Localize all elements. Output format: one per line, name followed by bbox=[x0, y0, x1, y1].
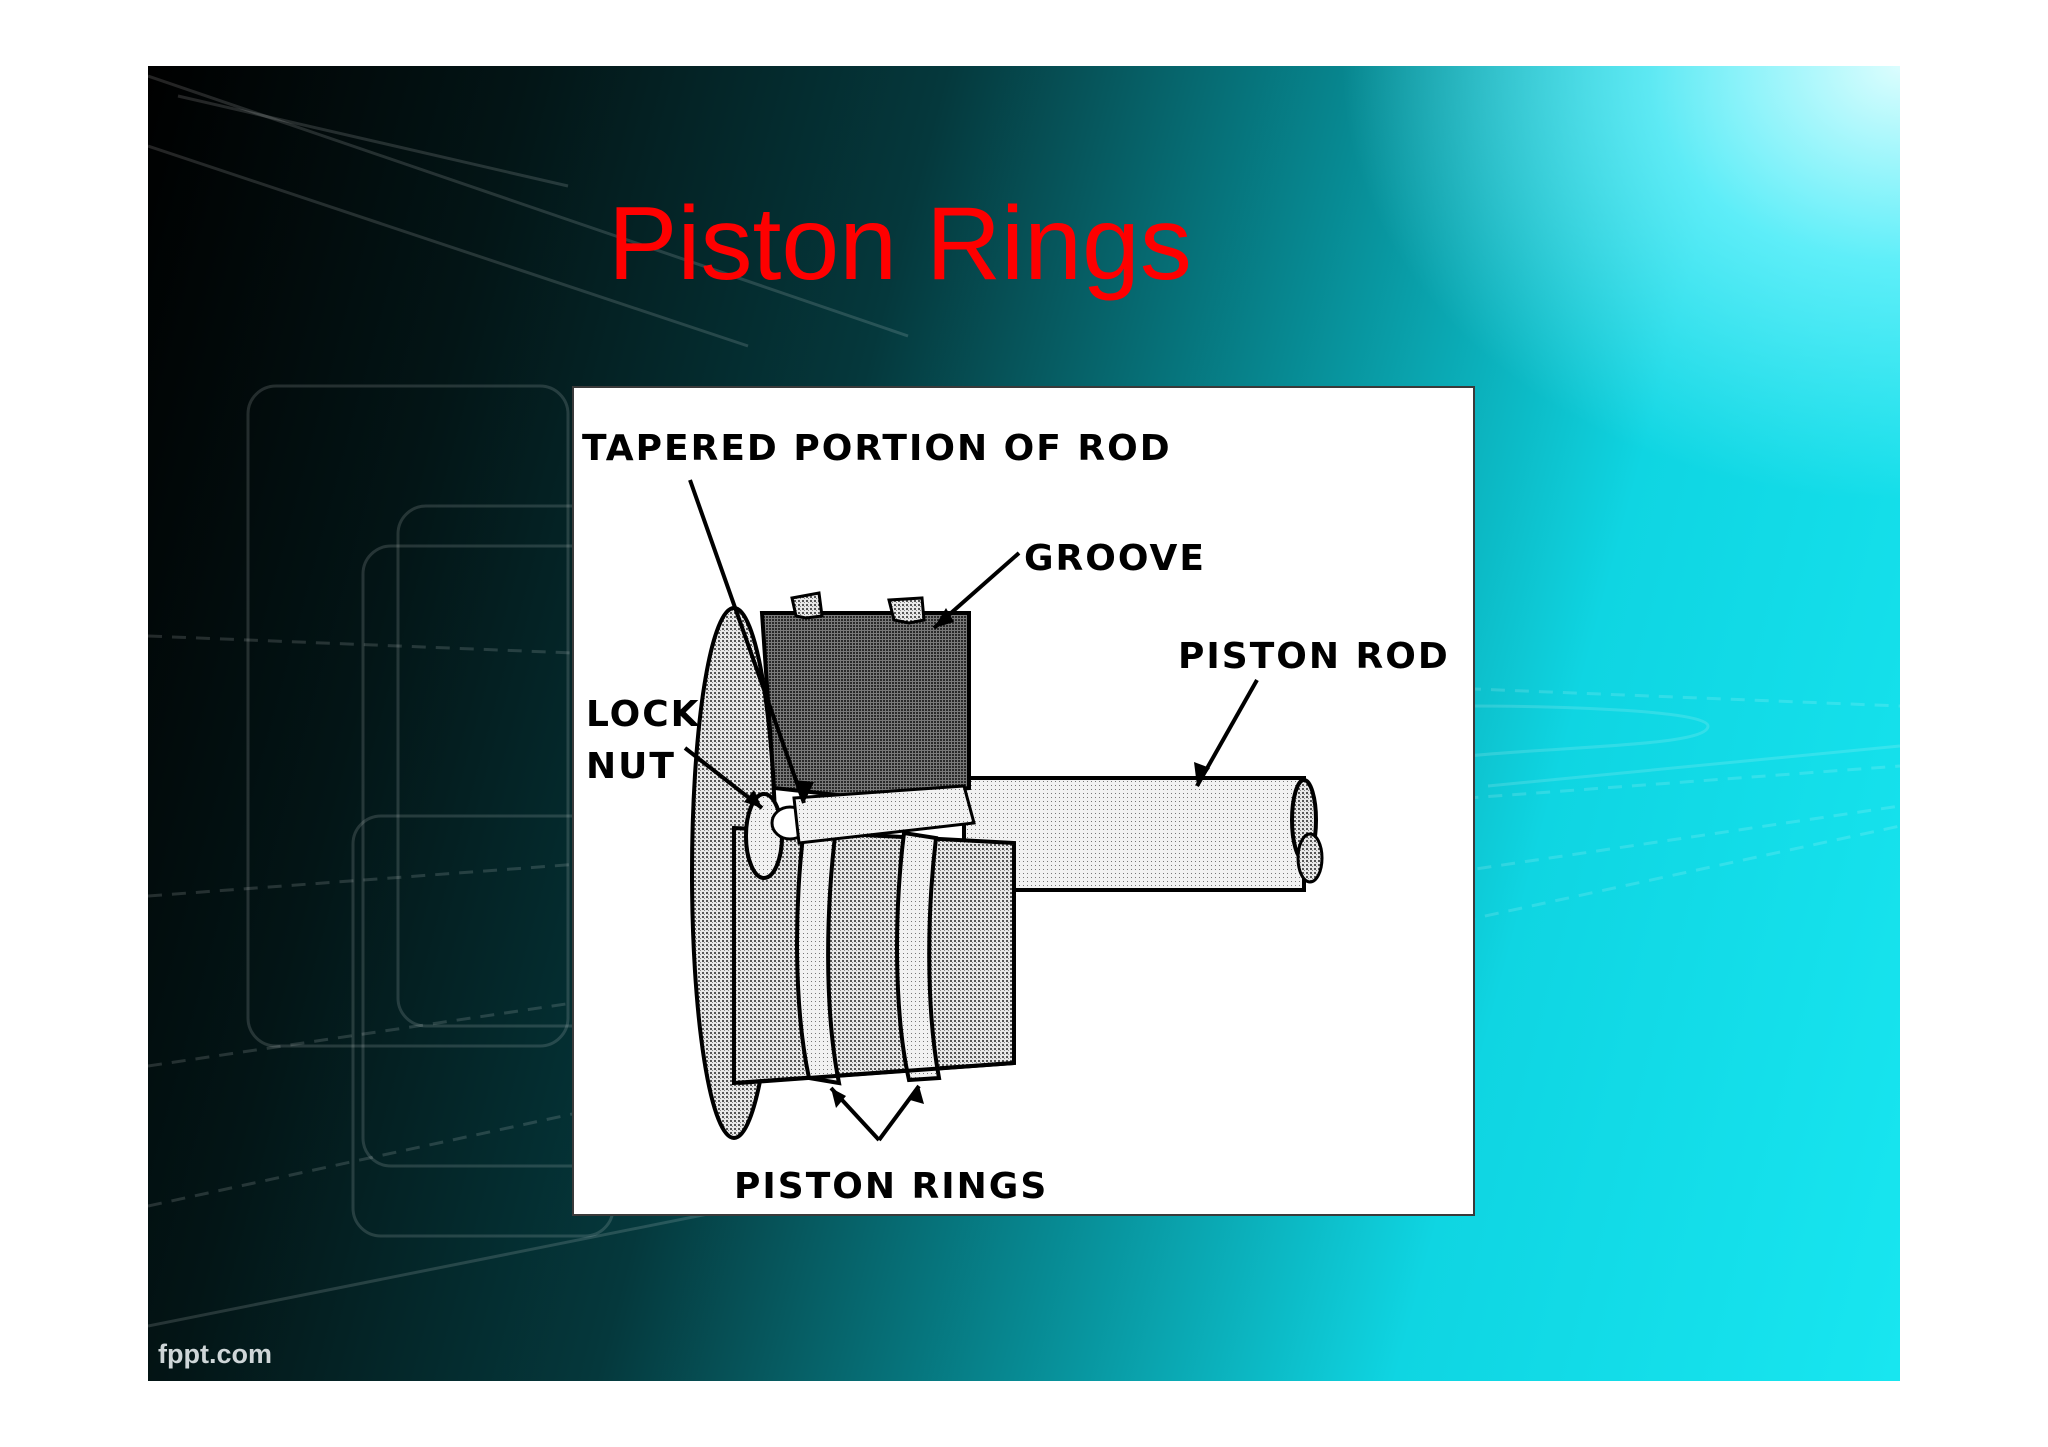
label-tapered-portion: TAPERED PORTION OF ROD bbox=[582, 428, 1172, 469]
slide: Piston Rings bbox=[148, 66, 1900, 1381]
fppt-watermark: fppt.com bbox=[158, 1339, 272, 1369]
label-piston-rings: PISTON RINGS bbox=[734, 1166, 1048, 1207]
piston-diagram-art: TAPERED PORTION OF ROD GROOVE PISTON ROD… bbox=[582, 428, 1450, 1207]
label-piston-rod: PISTON ROD bbox=[1178, 636, 1450, 677]
piston-body bbox=[690, 591, 1016, 1140]
label-groove: GROOVE bbox=[1024, 538, 1206, 579]
label-lock: LOCK bbox=[586, 694, 701, 735]
slide-title: Piston Rings bbox=[608, 186, 1192, 302]
piston-diagram: TAPERED PORTION OF ROD GROOVE PISTON ROD… bbox=[572, 386, 1475, 1216]
piston-rod-shape bbox=[962, 776, 1324, 892]
arrowheads bbox=[744, 608, 1210, 1108]
label-nut: NUT bbox=[586, 746, 676, 787]
